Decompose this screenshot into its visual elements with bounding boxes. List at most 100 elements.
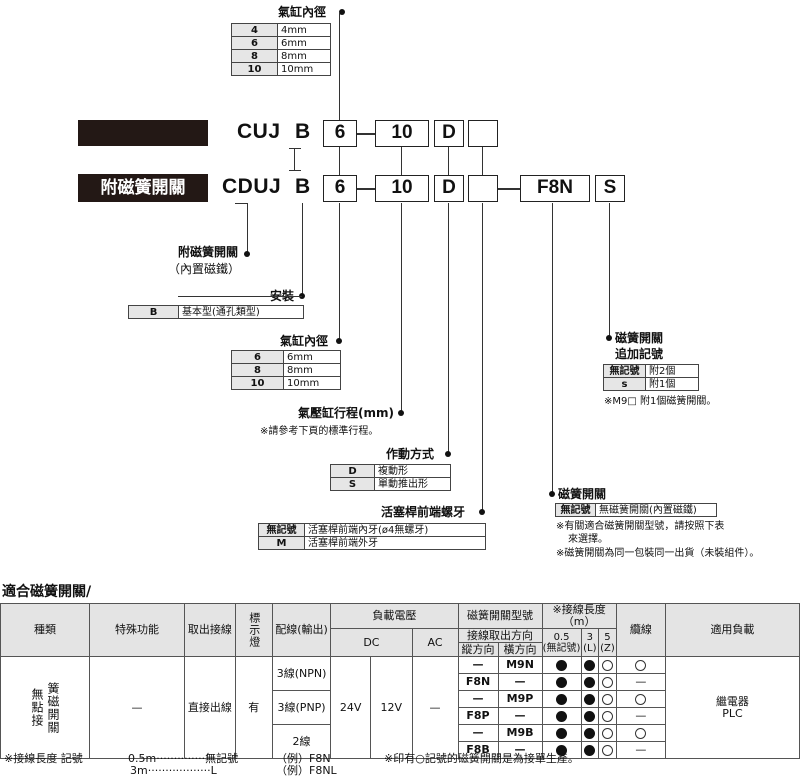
callout-dot [445, 451, 451, 457]
top-bore-title: 氣缸內徑 [278, 5, 327, 19]
footer-len-2: 3m··················L [130, 764, 217, 776]
callout-dot [244, 251, 250, 257]
type-cell: 無點接簧磁開關 [0, 656, 90, 759]
leader [302, 203, 303, 296]
row2-bore-box: 6 [323, 175, 357, 202]
row1-action-box: D [434, 120, 464, 147]
switch-note-3: ※磁簧開關為同一包裝同一出貨（未裝組件）。 [556, 548, 760, 559]
connector [401, 147, 402, 175]
row2-switch-box: F8N [520, 175, 590, 202]
cable-mark-cell [615, 656, 666, 674]
cable-mark-cell: — [615, 673, 666, 691]
filled-circle-icon [556, 693, 568, 705]
switch-row: 無記號無磁簧開關(內置磁鐵) [555, 503, 717, 517]
action-title: 作動方式 [386, 447, 435, 461]
len-c3-cell [580, 724, 600, 742]
bore2-value: 8mm [283, 363, 341, 377]
count-title-1: 磁簧開關 [615, 331, 664, 345]
callout-dot [479, 509, 485, 515]
leader [552, 203, 553, 493]
leader [448, 203, 449, 454]
bore2-value: 10mm [283, 376, 341, 390]
filled-circle-icon [556, 659, 568, 671]
row2-code: CDUJ [222, 175, 282, 198]
open-circle-icon [601, 744, 613, 756]
th-vert: 縱方向 [457, 642, 499, 657]
vert-model-cell: F8P [457, 707, 499, 725]
magnet-label: 附磁簧開關 [178, 245, 239, 259]
switch-note-2: 來選擇。 [568, 534, 608, 545]
bore2-key: 6 [231, 350, 284, 364]
switch-key: 無記號 [555, 503, 596, 517]
table-row: F8P—— [1, 707, 800, 725]
len-c05-cell [541, 690, 582, 708]
th-wiring: 配線(輸出) [271, 603, 332, 657]
len-c5-cell [598, 690, 617, 708]
row2-rod-box [468, 175, 498, 202]
th-load: 適用負載 [664, 603, 800, 657]
mount-value: 基本型(通孔類型) [178, 305, 304, 319]
open-circle-icon [601, 659, 613, 671]
filled-circle-icon [556, 710, 568, 722]
stroke-title: 氣壓缸行程(mm) [298, 406, 394, 420]
action-value: 複動形 [374, 464, 451, 478]
dc1-cell: 24V [330, 656, 372, 759]
len-c05-cell [541, 707, 582, 725]
row2-count-box: S [595, 175, 625, 202]
open-circle-icon [635, 727, 647, 739]
ac-cell: — [411, 656, 459, 759]
leader [339, 203, 340, 340]
row2-mount: B [295, 175, 311, 198]
th-horz: 橫方向 [497, 642, 543, 657]
table-row: F8B—— [1, 741, 800, 759]
rod-key: M [258, 536, 305, 550]
bore2-key: 8 [231, 363, 284, 377]
switch-title: 磁簧開關 [558, 487, 607, 501]
len-c05-cell [541, 656, 582, 674]
top-bore-key: 4 [231, 23, 278, 37]
switch-note-1: ※有關適合磁簧開關型號，請按照下表 [556, 521, 725, 532]
open-circle-icon [601, 710, 613, 722]
callout-dot [299, 293, 305, 299]
action-key: D [330, 464, 375, 478]
open-circle-icon [635, 693, 647, 705]
filled-circle-icon [584, 727, 596, 739]
leader [609, 203, 610, 337]
callout-dot [398, 410, 404, 416]
cable-mark-cell: — [615, 707, 666, 725]
len-c3-cell [580, 707, 600, 725]
load-relay: 繼電器 [715, 694, 749, 708]
bore2-key: 10 [231, 376, 284, 390]
footer-len-1: 0.5m··············無記號 [128, 752, 239, 765]
leader [482, 203, 483, 512]
switch-table: 無記號無磁簧開關(內置磁鐵) [555, 503, 717, 517]
rod-value: 活塞桿前端外牙 [304, 536, 486, 550]
filled-circle-icon [584, 710, 596, 722]
row1-code: CUJ [237, 120, 281, 143]
horz-model-cell: M9N [497, 656, 543, 674]
compatible-switch-table: 種類 特殊功能 取出接線 標示燈 配線(輸出) 負載電壓 磁簧開關型號 ※接線長… [0, 603, 800, 759]
th-len: ※接線長度（m） [541, 603, 617, 629]
len-c5-cell [598, 656, 617, 674]
dash [357, 188, 375, 190]
horz-model-cell: — [497, 707, 543, 725]
table-title: 適合磁簧開關/ [2, 584, 92, 600]
count-title-2: 追加記號 [615, 347, 664, 361]
cable-mark-cell: — [615, 741, 666, 759]
count-row: 無記號附2個 [603, 364, 699, 378]
open-circle-icon [601, 676, 613, 688]
len-c5-cell [598, 741, 617, 759]
leader [247, 203, 248, 254]
filled-circle-icon [584, 744, 596, 756]
magnet-badge: 附磁簧開關 [78, 174, 208, 202]
